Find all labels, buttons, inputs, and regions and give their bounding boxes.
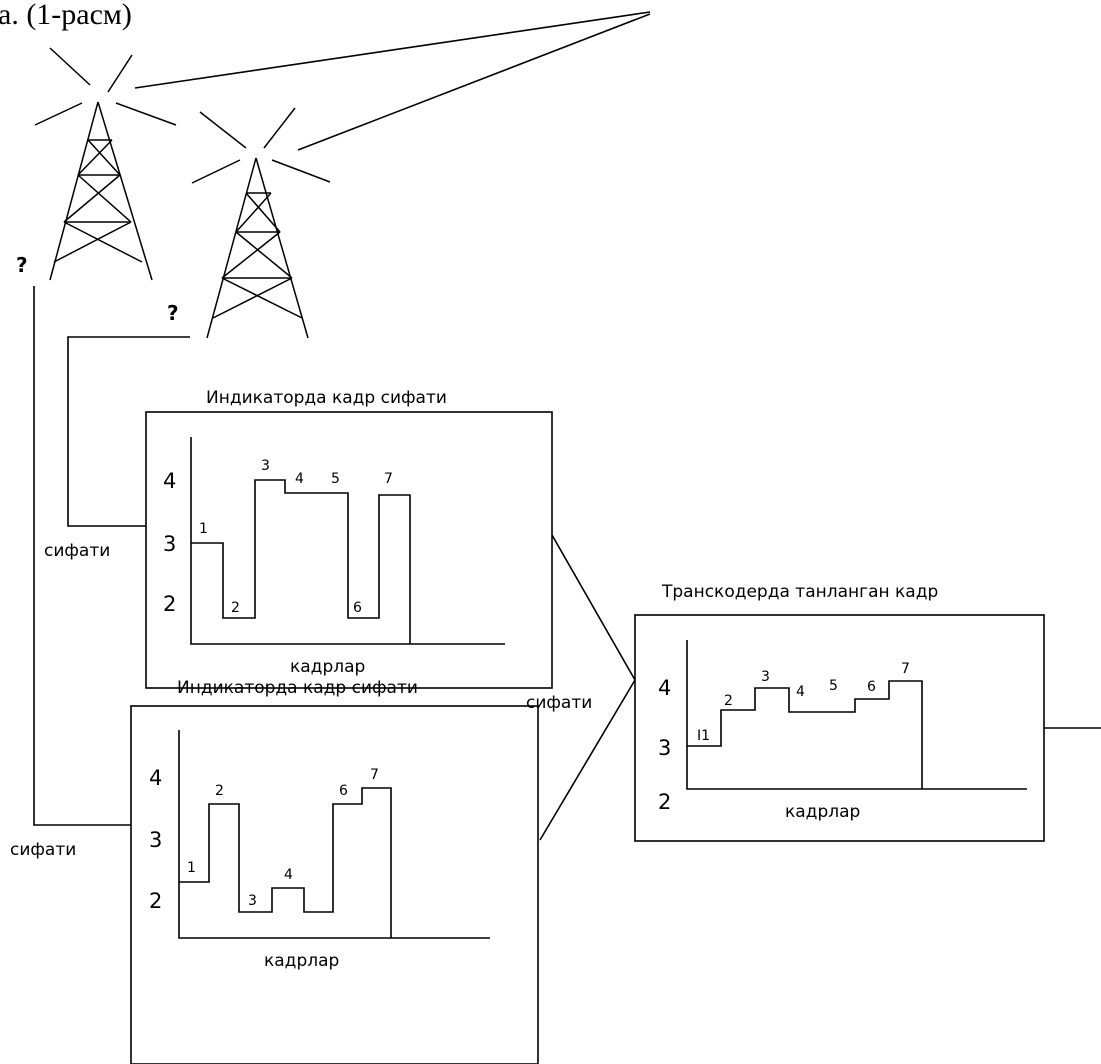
signal-beam-2 xyxy=(297,13,651,151)
tower-icon-left xyxy=(34,47,177,281)
top-chart: Индикаторда кадр сифати 4 3 2 1 2 3 4 5 … xyxy=(145,388,553,689)
top-chart-frame-label: 6 xyxy=(353,600,362,616)
right-chart-frame-label: 6 xyxy=(867,679,876,695)
bottom-chart-step-line xyxy=(179,787,392,938)
connector-tower1-bottom-chart xyxy=(33,286,131,826)
right-chart-frame-label: 3 xyxy=(761,669,770,685)
right-chart-frame-label: 2 xyxy=(724,693,733,709)
right-chart-title: Транскодерда танланган кадр xyxy=(661,582,938,602)
connector-tower2-top-chart xyxy=(67,336,190,527)
right-chart-frame-label: 4 xyxy=(796,684,805,700)
bottom-chart-frame-label: 4 xyxy=(284,867,293,883)
connector-bottom-to-transcoder xyxy=(539,679,636,841)
right-chart-x-label: кадрлар xyxy=(785,802,860,822)
right-chart-y-tick: 2 xyxy=(658,790,671,814)
bottom-chart-frame-label: 3 xyxy=(248,893,257,909)
bottom-chart-y-tick: 2 xyxy=(149,889,162,913)
right-chart-axes xyxy=(686,640,1027,790)
right-chart-frame-label: 5 xyxy=(829,678,838,694)
bottom-chart-frame-label: 2 xyxy=(215,783,224,799)
right-chart-step-line xyxy=(687,680,923,789)
bottom-chart-frame-label: 1 xyxy=(187,860,196,876)
right-chart-frame-label: 7 xyxy=(901,661,910,677)
bottom-chart-frame xyxy=(130,705,539,1064)
top-chart-y-tick: 4 xyxy=(163,469,176,493)
bottom-chart-axes xyxy=(178,730,490,939)
top-chart-x-label: кадрлар xyxy=(290,657,365,677)
bottom-chart-y-tick: 4 xyxy=(149,766,162,790)
connector-top-to-transcoder xyxy=(551,534,636,681)
top-chart-axes xyxy=(190,437,505,645)
signal-beam-1 xyxy=(134,11,651,89)
bottom-chart-frame-label: 7 xyxy=(370,767,379,783)
right-chart-y-tick: 3 xyxy=(658,736,671,760)
right-chart-frame xyxy=(634,614,1045,842)
top-chart-y-tick: 2 xyxy=(163,592,176,616)
top-chart-side-label: сифати xyxy=(44,541,110,561)
bottom-chart: Индикаторда кадр сифати 4 3 2 1 2 3 4 6 … xyxy=(130,678,539,1064)
top-chart-frame-label: 2 xyxy=(231,600,240,616)
right-chart-frame-label: I1 xyxy=(697,728,710,744)
top-chart-frame-label: 1 xyxy=(199,521,208,537)
top-chart-frame-label: 3 xyxy=(261,458,270,474)
top-chart-frame-label: 7 xyxy=(384,471,393,487)
top-chart-frame xyxy=(145,411,553,689)
top-chart-title: Индикаторда кадр сифати xyxy=(206,388,447,408)
top-chart-step-line xyxy=(191,479,411,644)
header-fragment: a. (1-расм) xyxy=(0,0,132,31)
top-chart-y-tick: 3 xyxy=(163,532,176,556)
right-chart: Транскодерда танланган кадр 4 3 2 I1 2 3… xyxy=(634,582,1045,842)
tower-icon-right xyxy=(191,107,331,339)
top-chart-frame-label: 4 xyxy=(295,471,304,487)
bottom-chart-frame-label: 6 xyxy=(339,783,348,799)
bottom-chart-y-tick: 3 xyxy=(149,828,162,852)
bottom-chart-title: Индикаторда кадр сифати xyxy=(177,678,418,698)
right-chart-y-tick: 4 xyxy=(658,676,671,700)
top-chart-frame-label: 5 xyxy=(331,471,340,487)
question-mark-right: ? xyxy=(167,301,179,325)
right-chart-side-label: сифати xyxy=(526,693,592,713)
bottom-chart-side-label: сифати xyxy=(10,840,76,860)
bottom-chart-x-label: кадрлар xyxy=(264,951,339,971)
question-mark-left: ? xyxy=(16,253,28,277)
